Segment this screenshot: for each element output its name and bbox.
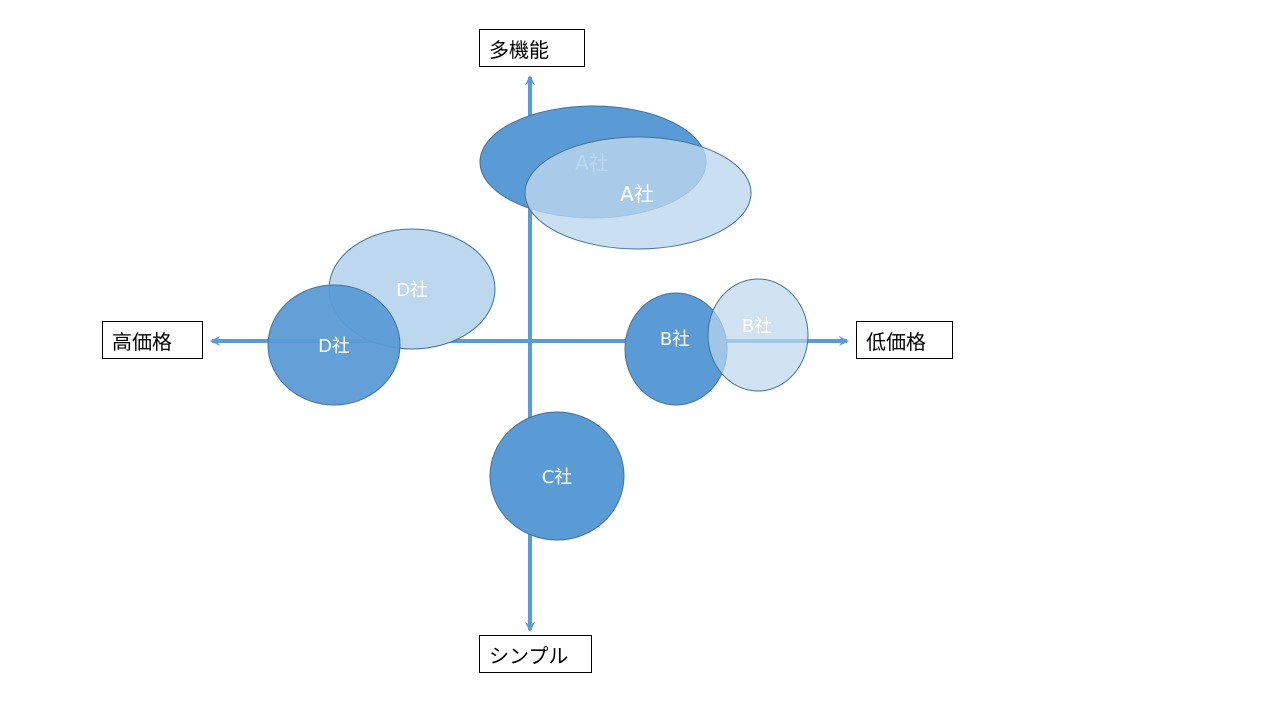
axis-label-right: 低価格 (856, 321, 953, 359)
bubble-b-light (707, 278, 809, 392)
bubble-c-dark-label: C社 (542, 467, 573, 488)
axis-label-top: 多機能 (479, 29, 585, 67)
bubble-b-light-label: B社 (742, 316, 772, 337)
bubble-d-dark (267, 284, 401, 406)
bubble-a-light-label: A社 (620, 182, 654, 206)
axis-label-left: 高価格 (102, 321, 203, 359)
bubble-a-light (524, 136, 752, 250)
axis-label-bottom: シンプル (479, 635, 592, 673)
bubble-d-dark-label: D社 (318, 336, 350, 357)
bubble-c-dark (489, 411, 625, 541)
bubble-b-dark-label: B社 (660, 329, 690, 350)
bubble-a-dark-label: A社 (575, 151, 609, 175)
bubble-d-light-label: D社 (396, 280, 428, 301)
